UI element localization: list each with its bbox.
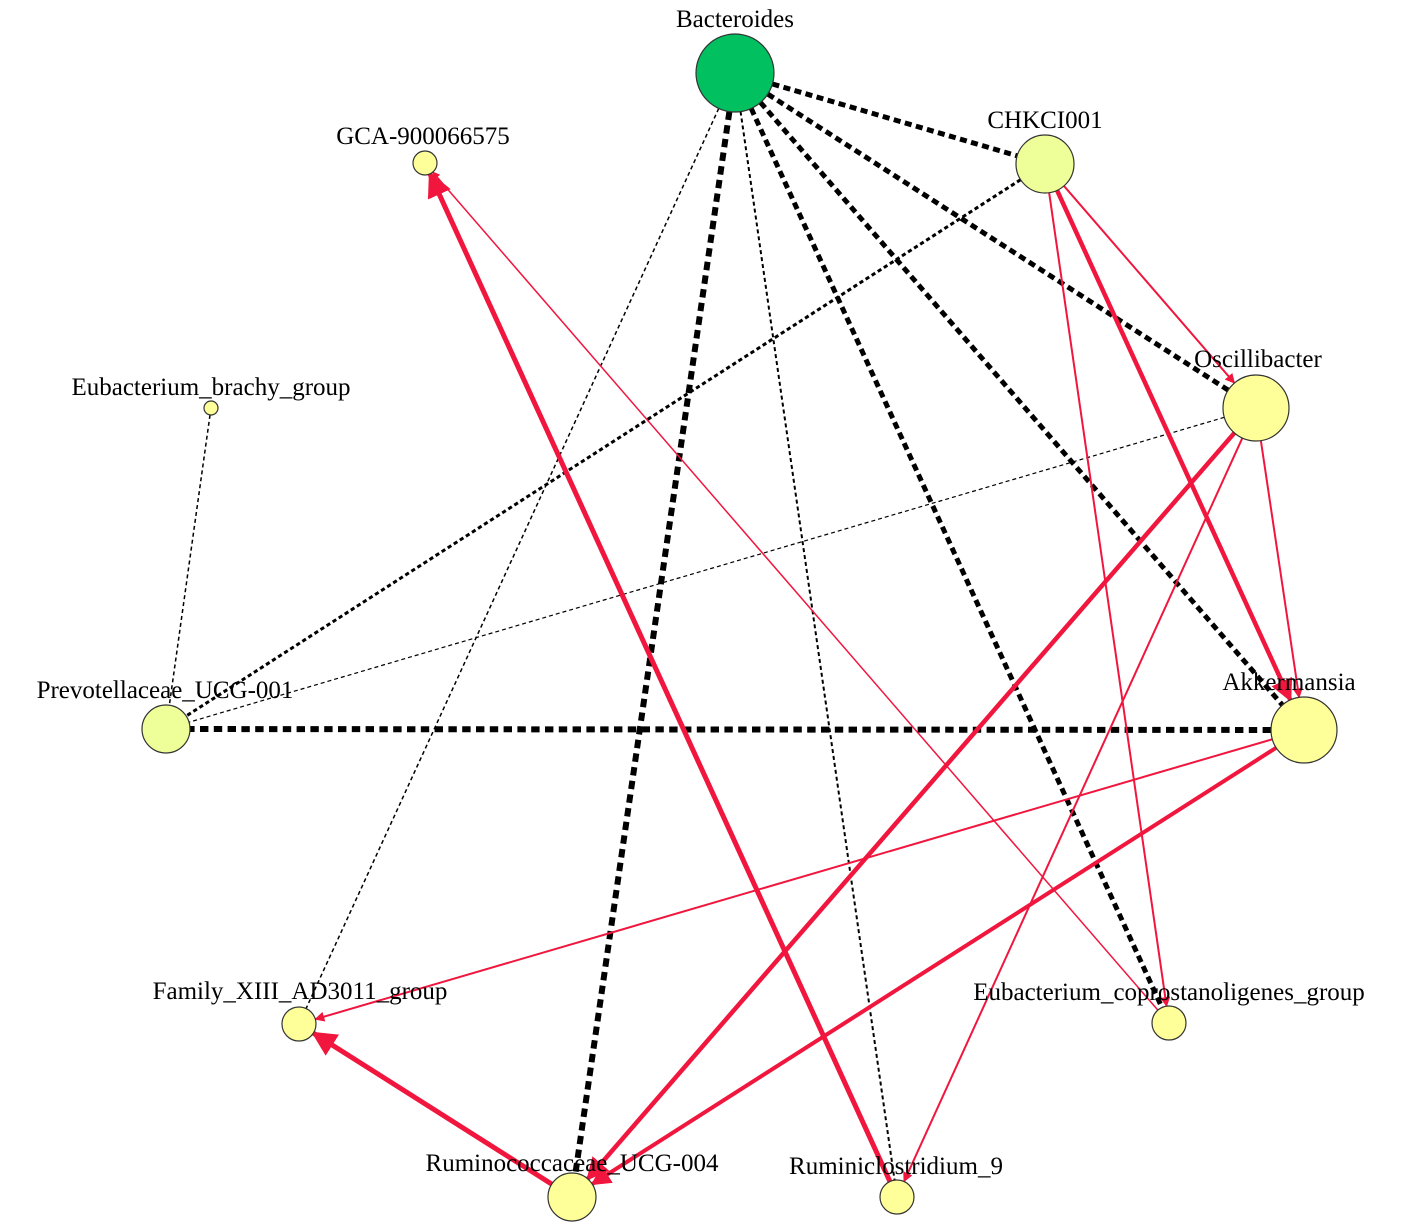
edge-oscillibacter-akkermansia bbox=[1259, 440, 1303, 699]
edge-chkci001-prevotellaceae bbox=[185, 178, 1022, 718]
node-gca[interactable] bbox=[412, 150, 438, 176]
node-ruminiclostridium[interactable] bbox=[879, 1179, 915, 1215]
label-ruminiclostridium: Ruminiclostridium_9 bbox=[789, 1153, 1003, 1180]
edge-bacteroides-oscillibacter bbox=[766, 91, 1230, 393]
edge-oscillibacter-ruminiclostridium bbox=[903, 437, 1244, 1183]
edge-oscillibacter-prevotellaceae bbox=[188, 416, 1225, 723]
edge-eubcopro-gca bbox=[432, 171, 1159, 1011]
node-familyxiii[interactable] bbox=[281, 1006, 317, 1042]
node-eubcopro[interactable] bbox=[1151, 1005, 1187, 1041]
node-bacteroides[interactable] bbox=[695, 33, 775, 113]
edge-eubrachy-prevotellaceae bbox=[168, 414, 211, 706]
edge-bacteroides-ruminiclostridium bbox=[739, 111, 896, 1181]
label-akkermansia: Akkermansia bbox=[1222, 669, 1355, 696]
node-eubrachy[interactable] bbox=[203, 400, 219, 416]
edges-layer bbox=[168, 81, 1303, 1187]
label-chkci001: CHKCI001 bbox=[987, 107, 1102, 134]
node-akkermansia[interactable] bbox=[1270, 696, 1338, 764]
label-prevotellaceae: Prevotellaceae_UCG-001 bbox=[37, 677, 294, 704]
edge-akkermansia-ruminococcaceae bbox=[590, 746, 1278, 1186]
node-ruminococcaceae[interactable] bbox=[547, 1172, 597, 1222]
edge-ruminococcaceae-familyxiii bbox=[311, 1030, 554, 1187]
edge-bacteroides-akkermansia bbox=[758, 100, 1285, 707]
edge-bacteroides-chkci001 bbox=[771, 81, 1018, 159]
edge-oscillibacter-ruminococcaceae bbox=[586, 431, 1237, 1181]
node-oscillibacter[interactable] bbox=[1222, 374, 1290, 442]
edge-chkci001-eubcopro bbox=[1048, 192, 1171, 1008]
label-familyxiii: Family_XIII_AD3011_group bbox=[153, 978, 448, 1005]
label-bacteroides: Bacteroides bbox=[676, 6, 794, 33]
nodes-layer bbox=[141, 33, 1338, 1222]
label-ruminococcaceae: Ruminococcaceae_UCG-004 bbox=[426, 1150, 719, 1177]
edge-chkci001-oscillibacter bbox=[1063, 185, 1236, 384]
edge-akkermansia-familyxiii bbox=[314, 738, 1273, 1022]
edge-bacteroides-ruminococcaceae bbox=[572, 111, 733, 1174]
labels-layer: BacteroidesCHKCI001GCA-900066575Eubacter… bbox=[37, 6, 1365, 1180]
edge-akkermansia-prevotellaceae bbox=[189, 726, 1272, 733]
edge-chkci001-akkermansia bbox=[1055, 189, 1293, 703]
node-prevotellaceae[interactable] bbox=[141, 704, 191, 754]
edge-bacteroides-familyxiii bbox=[305, 108, 720, 1009]
label-eubrachy: Eubacterium_brachy_group bbox=[71, 374, 350, 401]
node-chkci001[interactable] bbox=[1015, 134, 1075, 194]
edge-ruminiclostridium-gca bbox=[427, 171, 893, 1183]
label-eubcopro: Eubacterium_coprostanoligenes_group bbox=[973, 979, 1365, 1006]
label-oscillibacter: Oscillibacter bbox=[1194, 346, 1322, 373]
label-gca: GCA-900066575 bbox=[336, 123, 510, 150]
edge-bacteroides-eubcopro bbox=[748, 107, 1165, 1009]
